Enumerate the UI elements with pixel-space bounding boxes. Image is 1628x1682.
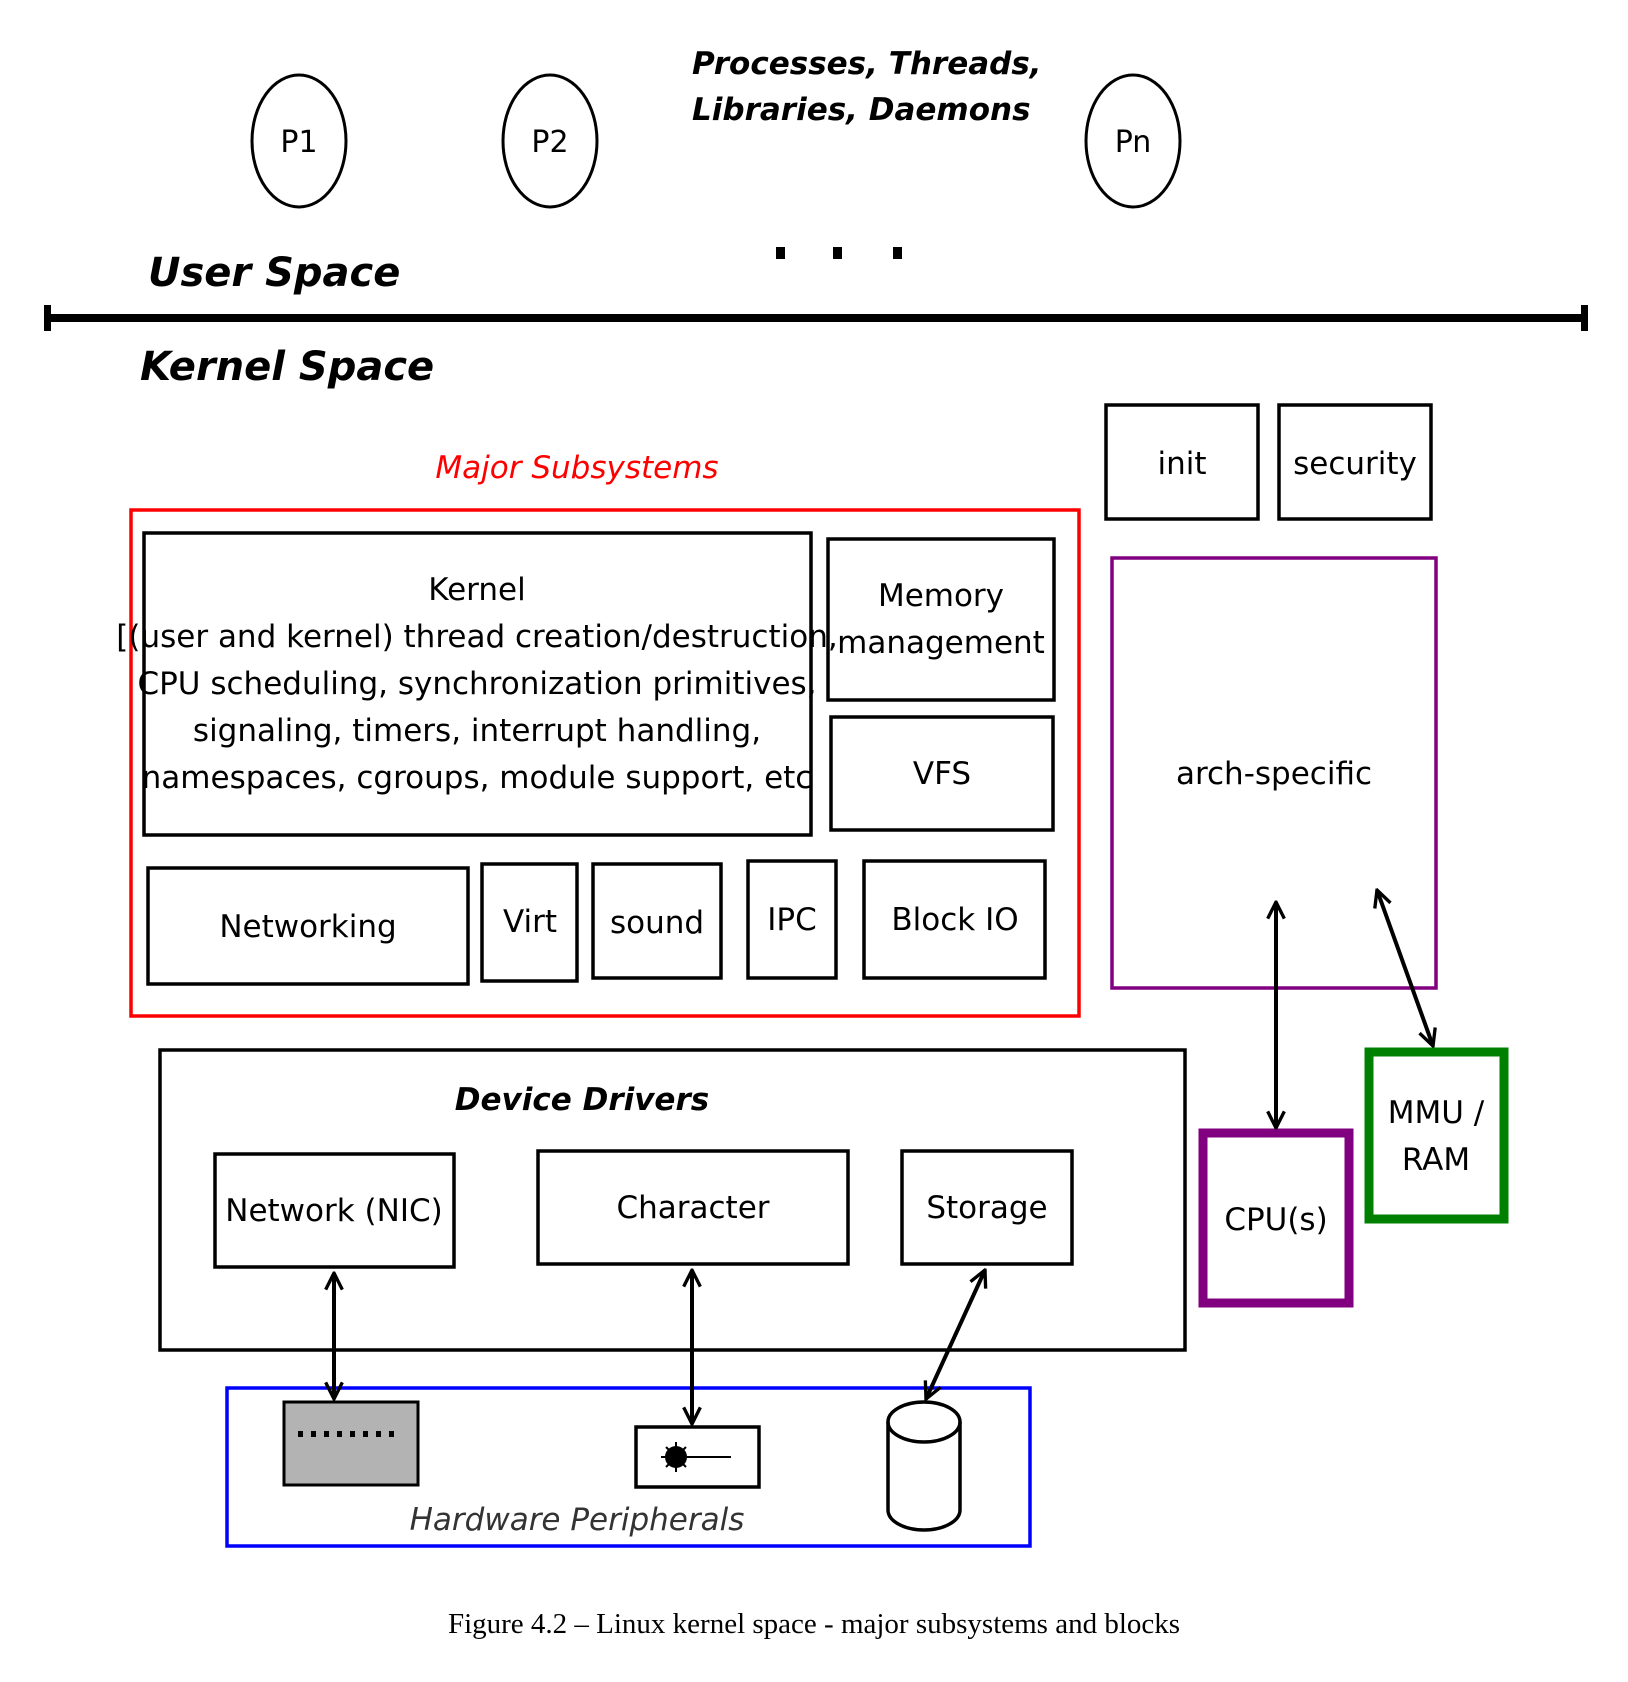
networking-box <box>146 866 470 986</box>
security-box <box>1277 403 1433 521</box>
character-driver-box <box>536 1149 850 1266</box>
process-pn: Pn <box>1084 73 1182 209</box>
init-box <box>1104 403 1260 521</box>
block-io-label: Block IO <box>891 902 1018 938</box>
storage-driver-box <box>900 1149 1074 1266</box>
device-drivers-frame <box>158 1048 1187 1352</box>
storage-disk-icon <box>886 1400 962 1532</box>
character-driver-label: Character <box>616 1190 769 1226</box>
processes-caption-line2: Libraries, Daemons <box>692 92 1031 128</box>
sound-label: sound <box>610 905 704 941</box>
process-p2-label: P2 <box>531 125 568 160</box>
arch-mmu-arrow <box>1377 890 1433 1046</box>
ipc-box <box>746 859 838 980</box>
major-subsystems-label: Major Subsystems <box>435 450 718 486</box>
kernel-core-line3: signaling, timers, interrupt handling, <box>193 713 761 749</box>
ellipsis-dots <box>776 247 902 259</box>
kernel-space-label: Kernel Space <box>140 344 434 390</box>
user-space-label: User Space <box>148 250 400 296</box>
virt-box <box>480 862 579 983</box>
network-hardware-icon <box>282 1400 420 1487</box>
kernel-core-line4: namespaces, cgroups, module support, etc <box>142 760 813 796</box>
device-drivers-title: Device Drivers <box>455 1082 709 1118</box>
kernel-core-box <box>142 531 813 837</box>
major-subsystems-frame <box>129 508 1081 1018</box>
network-driver-box <box>213 1152 456 1269</box>
virt-label: Virt <box>503 904 557 940</box>
figure-caption: Figure 4.2 – Linux kernel space - major … <box>447 1608 1181 1640</box>
block-io-box <box>862 859 1047 980</box>
user-kernel-divider <box>44 305 1588 331</box>
vfs-label: VFS <box>913 756 971 792</box>
security-label: security <box>1293 446 1417 482</box>
mmu-ram-line1: MMU / <box>1388 1095 1485 1131</box>
vfs-box <box>829 715 1055 832</box>
init-label: init <box>1157 446 1206 482</box>
mmu-ram-box <box>1364 1047 1509 1224</box>
process-pn-label: Pn <box>1115 125 1152 160</box>
ipc-label: IPC <box>767 902 816 938</box>
hardware-peripherals-label: Hardware Peripherals <box>410 1502 745 1538</box>
cpu-box <box>1198 1128 1354 1308</box>
memory-management-line2: management <box>837 625 1045 661</box>
process-p1-label: P1 <box>280 125 317 160</box>
process-p2: P2 <box>501 73 599 209</box>
arch-specific-label: arch-specific <box>1176 756 1372 792</box>
storage-driver-arrow <box>926 1270 985 1399</box>
hardware-peripherals-frame <box>225 1386 1032 1548</box>
network-driver-label: Network (NIC) <box>225 1193 442 1229</box>
sound-box <box>591 862 723 980</box>
memory-management-line1: Memory <box>878 578 1004 614</box>
kernel-core-title: Kernel <box>428 572 525 608</box>
storage-driver-label: Storage <box>926 1190 1047 1226</box>
kernel-core-line2: CPU scheduling, synchronization primitiv… <box>137 666 816 702</box>
processes-caption-line1: Processes, Threads, <box>692 46 1042 82</box>
networking-label: Networking <box>219 909 396 945</box>
process-p1: P1 <box>250 73 348 209</box>
memory-management-box <box>826 537 1056 702</box>
character-device-icon <box>634 1425 761 1489</box>
mmu-ram-line2: RAM <box>1402 1142 1470 1178</box>
kernel-core-line1: [(user and kernel) thread creation/destr… <box>116 619 837 655</box>
cpu-label: CPU(s) <box>1224 1202 1327 1238</box>
